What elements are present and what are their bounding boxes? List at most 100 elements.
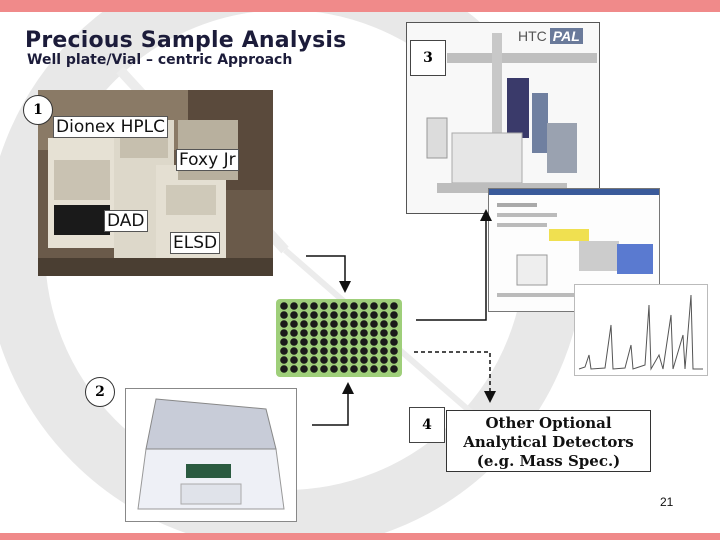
plate-well — [330, 365, 338, 373]
plate-well — [320, 329, 328, 337]
plate-well — [280, 356, 288, 364]
plate-well — [380, 347, 388, 355]
software-screenshot — [488, 188, 660, 312]
plate-well — [340, 356, 348, 364]
plate-well — [390, 311, 398, 319]
chromatogram-image — [574, 284, 708, 376]
step-2-marker: 2 — [85, 377, 115, 407]
plate-well — [280, 329, 288, 337]
plate-well — [360, 338, 368, 346]
evaporator-photo — [125, 388, 297, 522]
plate-well — [290, 311, 298, 319]
plate-well — [340, 338, 348, 346]
plate-well — [340, 347, 348, 355]
plate-well — [300, 356, 308, 364]
plate-well — [340, 302, 348, 310]
slide-subtitle: Well plate/Vial – centric Approach — [27, 52, 293, 68]
plate-well — [310, 329, 318, 337]
plate-well — [350, 329, 358, 337]
plate-well — [390, 338, 398, 346]
plate-well — [320, 311, 328, 319]
slide-title: Precious Sample Analysis — [25, 28, 347, 53]
plate-well — [280, 365, 288, 373]
plate-well — [310, 365, 318, 373]
plate-well — [300, 320, 308, 328]
plate-well — [370, 329, 378, 337]
hplc-lab-photo — [38, 90, 273, 276]
plate-well — [330, 329, 338, 337]
plate-well — [350, 365, 358, 373]
plate-well — [380, 365, 388, 373]
plate-well — [320, 356, 328, 364]
plate-well — [390, 365, 398, 373]
plate-well — [330, 320, 338, 328]
plate-well — [310, 356, 318, 364]
plate-well — [360, 329, 368, 337]
label-dionex-hplc: Dionex HPLC — [53, 116, 168, 138]
plate-well — [310, 320, 318, 328]
plate-well — [300, 365, 308, 373]
plate-well — [340, 365, 348, 373]
plate-well — [300, 311, 308, 319]
plate-well — [280, 302, 288, 310]
plate-well — [350, 347, 358, 355]
plate-well — [370, 356, 378, 364]
plate-well — [310, 311, 318, 319]
plate-well — [390, 320, 398, 328]
other-detectors-box: Other Optional Analytical Detectors (e.g… — [446, 410, 651, 472]
step-4-marker: 4 — [409, 407, 445, 443]
plate-well — [370, 338, 378, 346]
plate-well — [320, 320, 328, 328]
plate-well — [290, 302, 298, 310]
plate-well — [360, 320, 368, 328]
plate-well — [280, 320, 288, 328]
plate-well — [390, 356, 398, 364]
detectors-line-2: Analytical Detectors — [463, 433, 634, 451]
plate-well — [350, 311, 358, 319]
step-3-marker: 3 — [410, 40, 446, 76]
label-dad: DAD — [104, 210, 148, 232]
plate-well — [280, 347, 288, 355]
plate-well — [380, 302, 388, 310]
plate-well — [330, 302, 338, 310]
plate-well — [330, 311, 338, 319]
plate-well — [380, 356, 388, 364]
plate-well — [350, 338, 358, 346]
plate-well — [370, 347, 378, 355]
plate-well — [320, 338, 328, 346]
plate-well — [290, 365, 298, 373]
top-accent-bar — [0, 0, 720, 12]
plate-well — [320, 365, 328, 373]
logo-brand-suffix: PAL — [549, 28, 583, 44]
label-foxy-jr: Foxy Jr — [176, 149, 239, 171]
plate-well — [310, 347, 318, 355]
plate-well — [350, 320, 358, 328]
plate-well — [320, 302, 328, 310]
plate-well — [290, 338, 298, 346]
plate-well — [320, 347, 328, 355]
plate-well — [340, 329, 348, 337]
plate-well — [290, 320, 298, 328]
plate-well — [330, 347, 338, 355]
plate-well — [300, 347, 308, 355]
plate-well — [390, 329, 398, 337]
plate-well — [370, 365, 378, 373]
detectors-line-1: Other Optional — [485, 414, 612, 432]
label-elsd: ELSD — [170, 232, 221, 254]
plate-well — [370, 311, 378, 319]
step-1-marker: 1 — [23, 95, 53, 125]
plate-well — [350, 356, 358, 364]
plate-well — [310, 302, 318, 310]
plate-well — [360, 347, 368, 355]
plate-well — [380, 320, 388, 328]
plate-well — [290, 356, 298, 364]
plate-well — [330, 356, 338, 364]
plate-well — [300, 338, 308, 346]
plate-well — [370, 302, 378, 310]
well-plate-photo — [268, 297, 408, 379]
plate-well — [280, 311, 288, 319]
plate-well — [290, 347, 298, 355]
bottom-accent-bar — [0, 533, 720, 540]
plate-well — [360, 365, 368, 373]
